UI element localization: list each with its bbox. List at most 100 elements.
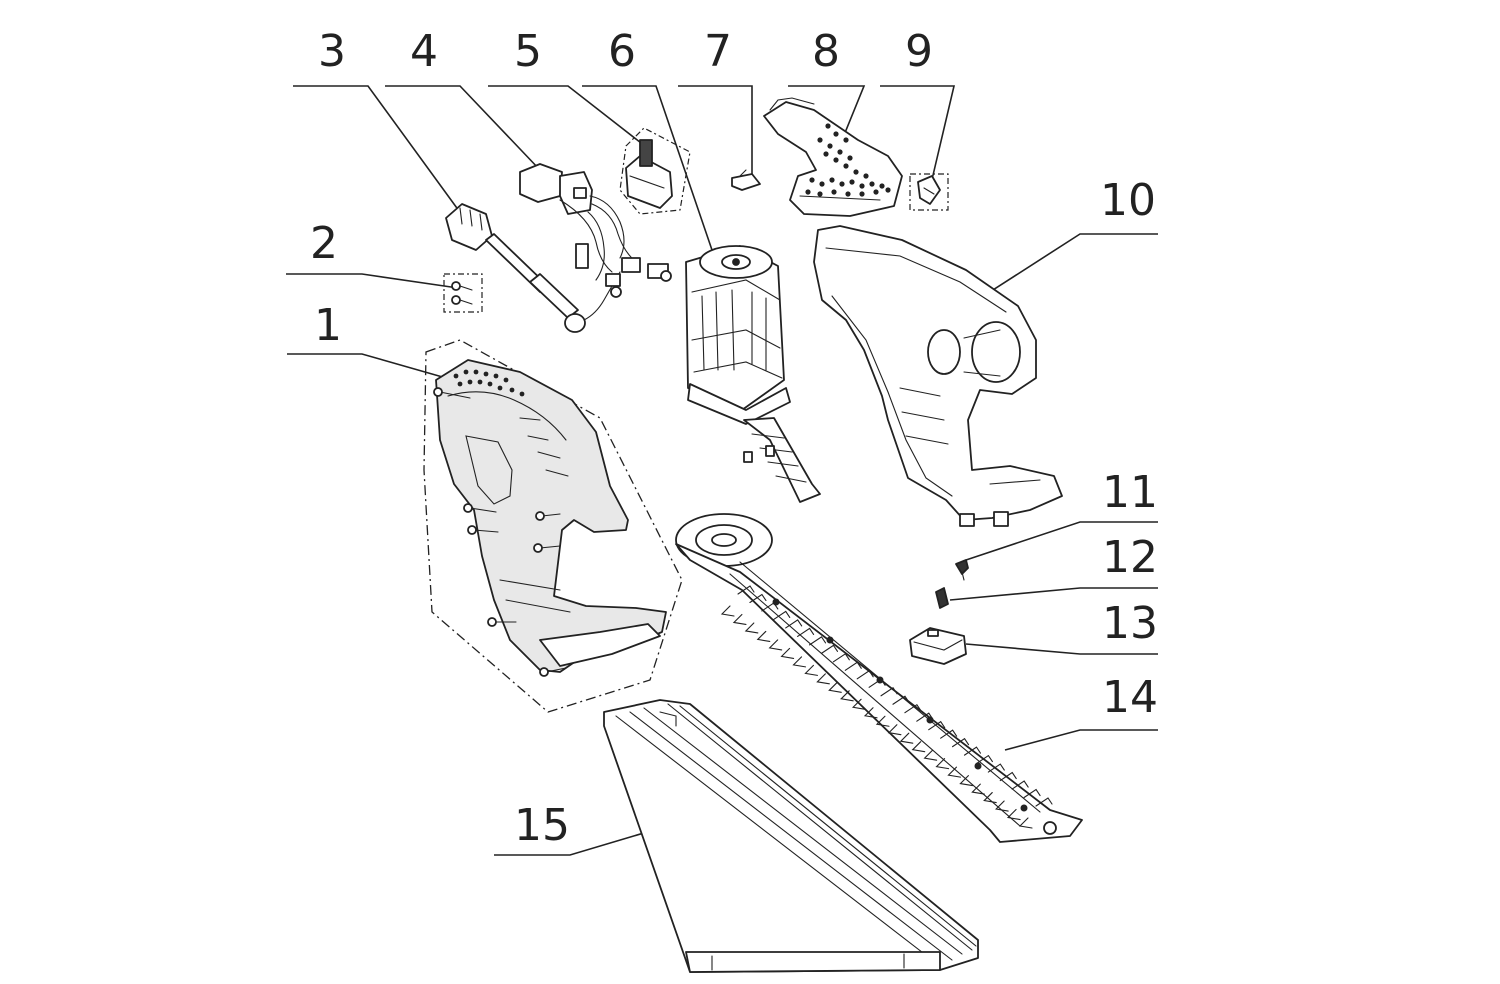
blade-tooth-upper [832, 653, 850, 663]
blade-tooth-lower [851, 698, 866, 710]
blade-tooth-lower [911, 741, 926, 753]
blade-tooth-lower [756, 630, 771, 642]
switch-wiring-harness [519, 163, 672, 298]
blade-tooth-lower [744, 622, 759, 634]
leader-line-8 [788, 85, 866, 151]
callout-number-14: 14 [1102, 672, 1158, 723]
leader-line-14 [1004, 729, 1158, 751]
cable-clip [909, 173, 949, 211]
leader-line-1 [287, 353, 447, 379]
blade-tooth-lower [828, 681, 842, 693]
blade-rivets [772, 598, 1028, 812]
blade-tooth-lower [995, 800, 1009, 812]
callout-number-11: 11 [1102, 467, 1158, 518]
callout-number-10: 10 [1100, 175, 1156, 226]
grip-texture [805, 123, 891, 197]
blade-tooth-upper [856, 670, 874, 680]
blade-tooth-lower [1006, 808, 1021, 821]
blade-tooth-lower [840, 690, 854, 702]
switch-trigger-button [619, 127, 691, 215]
leader-line-10 [967, 233, 1158, 307]
right-housing-half [813, 225, 1063, 527]
blade-tooth-upper [820, 644, 838, 654]
callout-number-12: 12 [1102, 532, 1158, 583]
blade-tooth-upper [749, 593, 767, 604]
callout-number-6: 6 [608, 26, 636, 77]
leader-lines [286, 85, 1158, 856]
blade-tooth-lower [971, 783, 985, 795]
leader-line-7 [678, 85, 753, 180]
blade-tooth-lower [887, 724, 902, 736]
callout-number-3: 3 [318, 26, 346, 77]
cutting-blade-assembly [675, 513, 1083, 843]
leader-line-2 [286, 273, 459, 289]
screw-set [443, 273, 483, 313]
left-housing-half [423, 339, 683, 713]
callout-number-4: 4 [410, 26, 438, 77]
blade-tooth-upper [952, 737, 970, 748]
blade-tooth-upper [880, 686, 898, 697]
leader-line-5 [488, 85, 651, 151]
blade-tooth-lower [899, 732, 914, 744]
callout-number-13: 13 [1102, 598, 1158, 649]
housing-screws [433, 387, 567, 677]
blade-tooth-lower [804, 664, 818, 676]
blade-tooth-upper [892, 695, 910, 705]
blade-tooth-upper [737, 585, 755, 595]
blade-tooth-upper [808, 636, 827, 646]
blade-tooth-upper [797, 627, 815, 637]
blade-tooth-upper [928, 720, 946, 731]
leader-line-9 [880, 85, 956, 189]
blade-tooth-upper [844, 661, 862, 671]
leader-line-6 [582, 85, 713, 251]
leader-line-11 [965, 521, 1158, 561]
blade-tooth-lower [720, 605, 735, 617]
leader-line-13 [965, 643, 1158, 655]
callout-number-9: 9 [905, 26, 933, 77]
callout-number-7: 7 [704, 26, 732, 77]
spring-pin [935, 587, 949, 609]
leader-line-3 [293, 85, 471, 227]
blade-tooth-lower [959, 775, 973, 787]
blade-tooth-upper [1023, 788, 1041, 799]
blade-tooth-lower [983, 792, 997, 804]
blade-tooth-lower [923, 749, 938, 761]
blade-tooth-lower [732, 613, 747, 626]
blade-tooth-upper [940, 729, 958, 739]
latch-spring [731, 169, 761, 191]
callout-number-5: 5 [514, 26, 542, 77]
blade-tooth-lower [935, 758, 950, 770]
housing-vent-holes [453, 369, 525, 397]
blade-teeth [720, 585, 1053, 829]
slide-block [909, 627, 967, 665]
blade-tooth-lower [792, 656, 807, 668]
blade-tooth-lower [816, 673, 830, 685]
blade-tooth-upper [1035, 797, 1053, 807]
blade-screw [955, 559, 969, 581]
leader-line-12 [949, 587, 1158, 601]
blade-tooth-upper [904, 703, 922, 714]
blade-tooth-upper [999, 771, 1017, 782]
callout-number-8: 8 [812, 26, 840, 77]
leader-line-4 [385, 85, 541, 171]
callout-number-15: 15 [514, 800, 570, 851]
soft-grip-cover [763, 97, 903, 217]
blade-tooth-lower [1018, 817, 1033, 829]
blade-tooth-upper [773, 610, 791, 620]
blade-tooth-upper [975, 754, 993, 765]
callout-number-1: 1 [314, 300, 342, 351]
blade-tooth-upper [785, 619, 803, 629]
blade-tooth-lower [780, 647, 795, 659]
blade-tooth-lower [947, 766, 962, 778]
power-plug-cord [445, 203, 621, 333]
callout-number-2: 2 [310, 218, 338, 269]
blade-tooth-upper [963, 746, 982, 756]
blade-tooth-upper [987, 763, 1005, 773]
blade-tooth-lower [875, 715, 890, 727]
blade-tooth-upper [1011, 780, 1029, 790]
blade-tooth-lower [863, 707, 878, 719]
blade-tooth-lower [768, 639, 783, 651]
blade-guard-sheath [603, 699, 979, 973]
motor-assembly [685, 245, 821, 503]
